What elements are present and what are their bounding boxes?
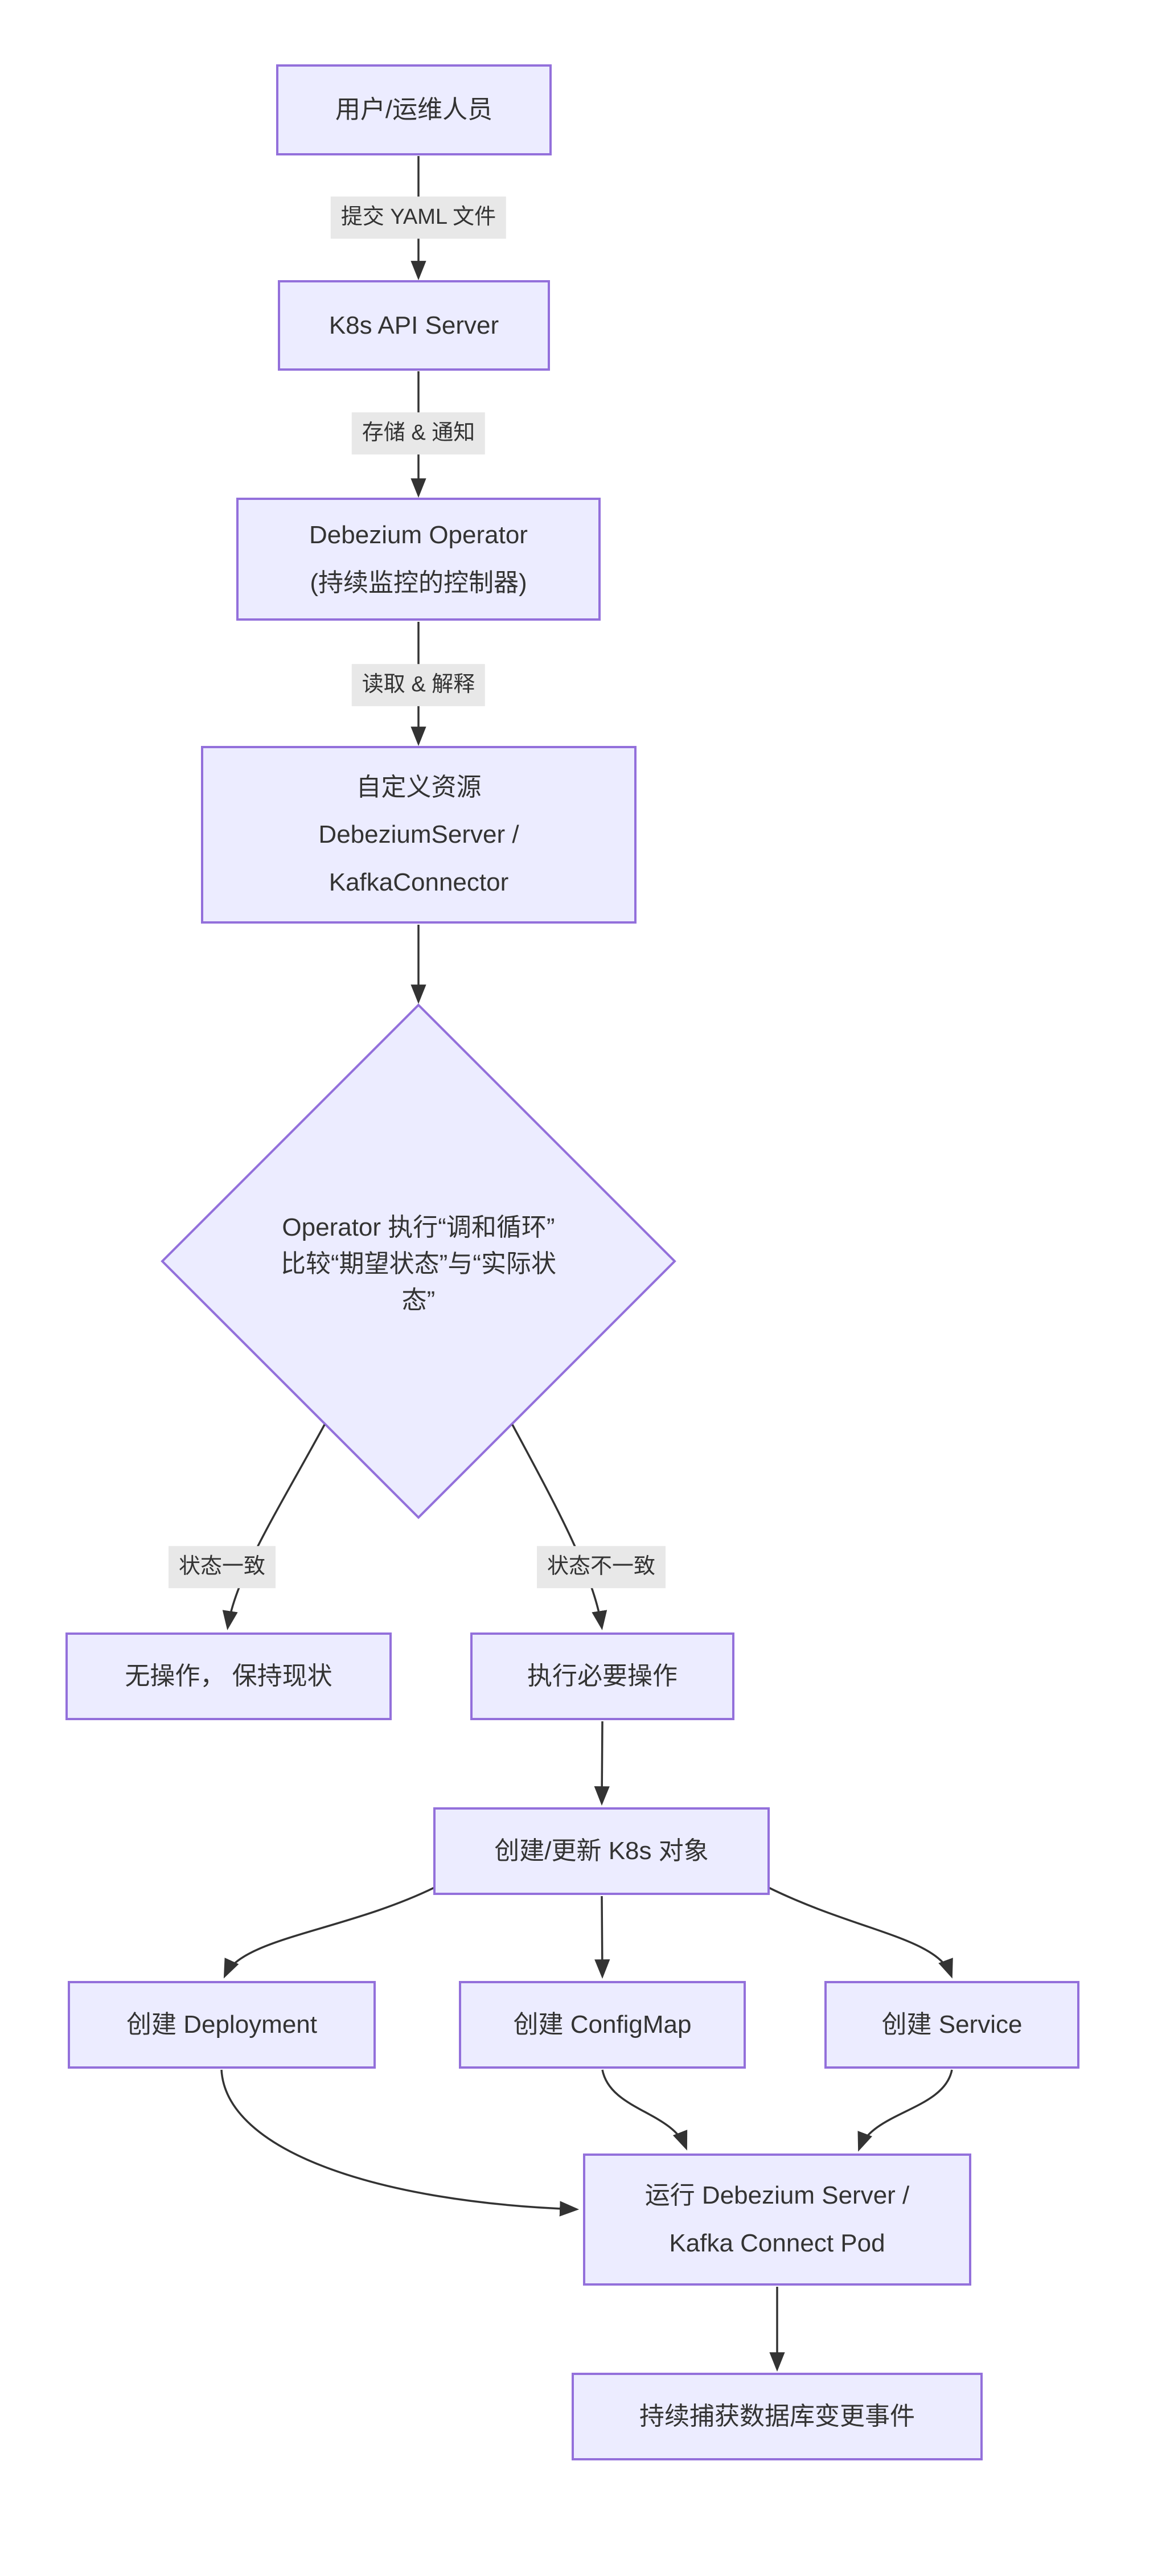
edge-k8sobj-service [767, 1886, 953, 1979]
node-perform-actions-label: 执行必要操作 [527, 1662, 678, 1691]
edge-label-read-interpret: 读取 & 解释 [351, 664, 486, 706]
node-custom-resource-line2: DebeziumServer / [318, 821, 519, 849]
edge-label-state-mismatch: 状态不一致 [536, 1546, 666, 1588]
node-k8s-api-server: K8s API Server [278, 280, 550, 371]
edge-decision-noop [222, 1424, 326, 1631]
node-no-operation: 无操作， 保持现状 [65, 1632, 392, 1720]
node-debezium-operator-line2: (持续监控的控制器) [310, 569, 527, 597]
edge-label-store-notify: 存储 & 通知 [351, 412, 486, 454]
node-custom-resource-line1: 自定义资源 [356, 773, 482, 801]
edge-configmap-pod [601, 2069, 688, 2151]
node-user: 用户/运维人员 [276, 64, 552, 155]
node-run-pod: 运行 Debezium Server / Kafka Connect Pod [583, 2153, 971, 2286]
node-no-operation-label: 无操作， 保持现状 [125, 1662, 332, 1691]
node-capture-events: 持续捕获数据库变更事件 [572, 2373, 983, 2460]
node-create-update-k8s-objects-label: 创建/更新 K8s 对象 [494, 1837, 709, 1865]
edge-label-submit-yaml: 提交 YAML 文件 [330, 196, 507, 239]
node-capture-events-label: 持续捕获数据库变更事件 [639, 2402, 915, 2431]
node-create-deployment: 创建 Deployment [68, 1981, 376, 2069]
decision-line2: 比较“期望状态”与“实际状 [281, 1250, 556, 1278]
edge-k8sobj-deployment [223, 1886, 436, 1979]
decision-diamond [161, 1003, 676, 1519]
node-create-service-label: 创建 Service [881, 2011, 1023, 2039]
node-user-label: 用户/运维人员 [335, 96, 493, 124]
node-create-configmap: 创建 ConfigMap [459, 1981, 746, 2069]
edge-service-pod [857, 2069, 953, 2152]
node-create-configmap-label: 创建 ConfigMap [513, 2011, 692, 2039]
node-create-service: 创建 Service [824, 1981, 1079, 2069]
node-k8s-api-server-label: K8s API Server [329, 311, 499, 339]
node-perform-actions: 执行必要操作 [470, 1632, 734, 1720]
node-debezium-operator: Debezium Operator (持续监控的控制器) [236, 498, 601, 621]
node-run-pod-line2: Kafka Connect Pod [669, 2229, 885, 2257]
edge-deployment-pod [220, 2069, 580, 2217]
decision-line3: 态” [401, 1286, 436, 1314]
node-custom-resource-line3: KafkaConnector [329, 868, 509, 896]
node-create-update-k8s-objects: 创建/更新 K8s 对象 [433, 1807, 770, 1895]
decision-line1: Operator 执行“调和循环” [282, 1213, 555, 1241]
edge-label-state-match: 状态一致 [168, 1546, 276, 1588]
edge-decision-act [511, 1424, 607, 1631]
decision-diamond-label: Operator 执行“调和循环” 比较“期望状态”与“实际状 态” [162, 1187, 675, 1335]
node-custom-resource: 自定义资源 DebeziumServer / KafkaConnector [201, 746, 637, 924]
node-run-pod-line1: 运行 Debezium Server / [644, 2181, 910, 2210]
node-create-deployment-label: 创建 Deployment [126, 2011, 317, 2039]
node-debezium-operator-line1: Debezium Operator [309, 521, 528, 549]
